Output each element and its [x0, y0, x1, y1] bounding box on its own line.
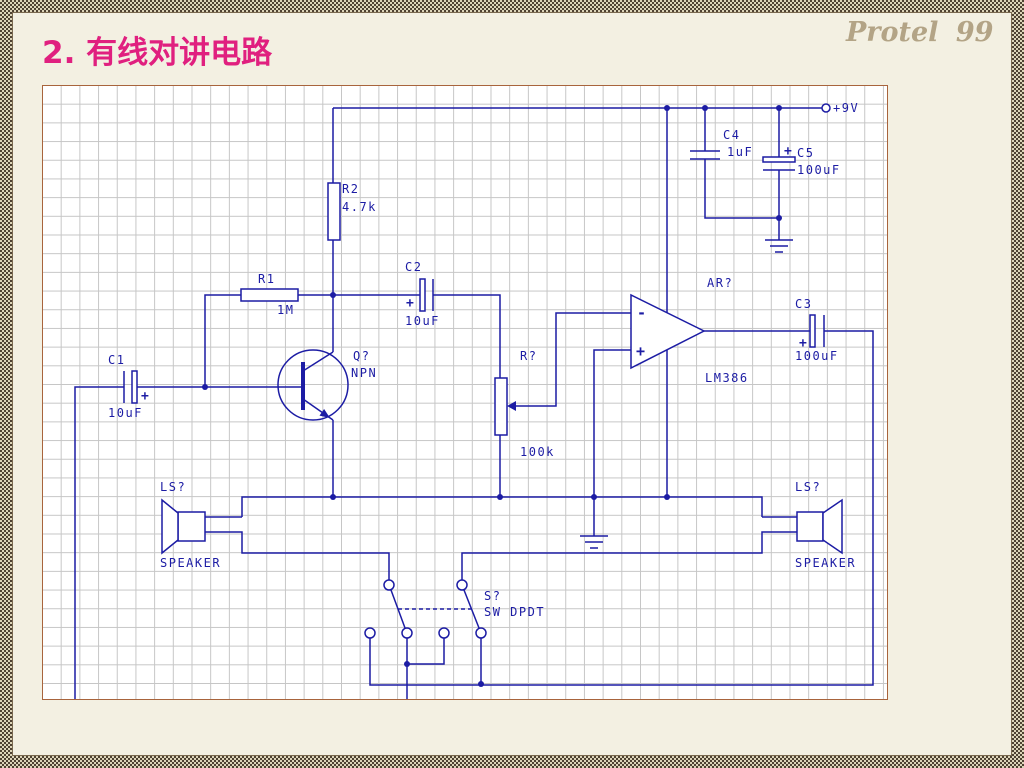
- slide-title: 2. 有线对讲电路: [42, 35, 273, 71]
- switch-ref: S?: [484, 589, 501, 603]
- junction-dot: [202, 384, 208, 390]
- transistor-collector: [302, 351, 334, 372]
- power-label: +9V: [833, 101, 859, 115]
- wire-speaker-rail-top: [241, 496, 763, 517]
- wire-input-left: [74, 386, 124, 699]
- c2-value: 10uF: [405, 314, 440, 328]
- junction-dot: [664, 105, 670, 111]
- brand-watermark: Protel 99: [846, 17, 994, 48]
- c2-plate-left: [419, 278, 426, 312]
- opamp-minus-mark: -: [637, 304, 646, 322]
- c5-plus-mark: +: [784, 144, 792, 159]
- schematic-diagram: +9V R2 4.7k R1 1M R? 100k + C1 10uF + C2…: [74, 101, 874, 699]
- c3-plus-mark: +: [799, 336, 807, 351]
- speaker-left-ref: LS?: [160, 480, 186, 494]
- potentiometer-body: [494, 377, 508, 436]
- junction-dot: [591, 494, 597, 500]
- c1-value: 10uF: [108, 406, 143, 420]
- opamp-plus-mark: +: [636, 342, 645, 360]
- speaker-right-body: [796, 511, 824, 542]
- junction-dot: [478, 681, 484, 687]
- wire-pot-wiper: [515, 312, 631, 407]
- power-terminal: [821, 103, 831, 113]
- c5-ref: C5: [797, 146, 814, 160]
- wire-c3-return: [369, 330, 874, 686]
- speaker-right-type: SPEAKER: [795, 556, 856, 570]
- junction-dot: [330, 494, 336, 500]
- q-ref: Q?: [353, 349, 370, 363]
- pot-wiper-arrow: [507, 401, 516, 411]
- junction-dot: [776, 105, 782, 111]
- speaker-right-ref: LS?: [795, 480, 821, 494]
- q-type: NPN: [351, 366, 377, 380]
- r2-value: 4.7k: [342, 200, 377, 214]
- c2-plus-mark: +: [406, 296, 414, 311]
- c3-plate-left: [809, 314, 816, 348]
- junction-dot: [664, 494, 670, 500]
- switch-arm-right: [463, 589, 480, 629]
- opamp-triangle: [630, 293, 706, 370]
- switch-contact-1: [364, 627, 376, 639]
- switch-pole-left: [383, 579, 395, 591]
- switch-contact-2: [401, 627, 413, 639]
- wire-c4: [704, 108, 779, 219]
- pot-ref: R?: [520, 349, 537, 363]
- c5-value: 100uF: [797, 163, 841, 177]
- transistor-emitter-arrow: [319, 409, 330, 418]
- c1-ref: C1: [108, 353, 125, 367]
- wire-r1-branch: [204, 294, 420, 387]
- wire-opamp-plus-input: [593, 349, 631, 536]
- r1-ref: R1: [258, 272, 275, 286]
- transistor-body: [277, 349, 349, 421]
- ground-symbol-opamp: [580, 535, 608, 549]
- wire-top-rail: [332, 107, 822, 183]
- wire-c2-to-pot: [433, 294, 501, 378]
- c1-plus-mark: +: [141, 389, 149, 404]
- opamp-part: LM386: [705, 371, 749, 385]
- junction-dot: [330, 292, 336, 298]
- r1-value: 1M: [277, 303, 294, 317]
- wire-speaker-left: [205, 516, 390, 580]
- c4-value: 1uF: [727, 145, 753, 159]
- junction-dot: [776, 215, 782, 221]
- junction-dot: [497, 494, 503, 500]
- c2-ref: C2: [405, 260, 422, 274]
- speaker-left-cone: [161, 498, 179, 555]
- c1-plate-right: [131, 370, 138, 404]
- switch-pole-right: [456, 579, 468, 591]
- opamp-ref: AR?: [707, 276, 733, 290]
- resistor-r1: [240, 288, 299, 302]
- switch-type: SW DPDT: [484, 605, 545, 619]
- speaker-left-body: [177, 511, 206, 542]
- c5-plate-top: [762, 156, 796, 163]
- junction-dot: [702, 105, 708, 111]
- speaker-left-type: SPEAKER: [160, 556, 221, 570]
- speaker-right-cone: [822, 498, 843, 555]
- wire-switch-lower: [406, 638, 482, 699]
- c4-ref: C4: [723, 128, 740, 142]
- r2-ref: R2: [342, 182, 359, 196]
- ground-symbol-supply: [765, 239, 793, 253]
- switch-contact-4: [475, 627, 487, 639]
- c3-value: 100uF: [795, 349, 839, 363]
- c3-ref: C3: [795, 297, 812, 311]
- switch-contact-3: [438, 627, 450, 639]
- pot-value: 100k: [520, 445, 555, 459]
- resistor-r2: [327, 182, 341, 241]
- schematic-panel: +9V R2 4.7k R1 1M R? 100k + C1 10uF + C2…: [42, 85, 888, 700]
- wire-speaker-right: [461, 516, 797, 580]
- junction-dot: [404, 661, 410, 667]
